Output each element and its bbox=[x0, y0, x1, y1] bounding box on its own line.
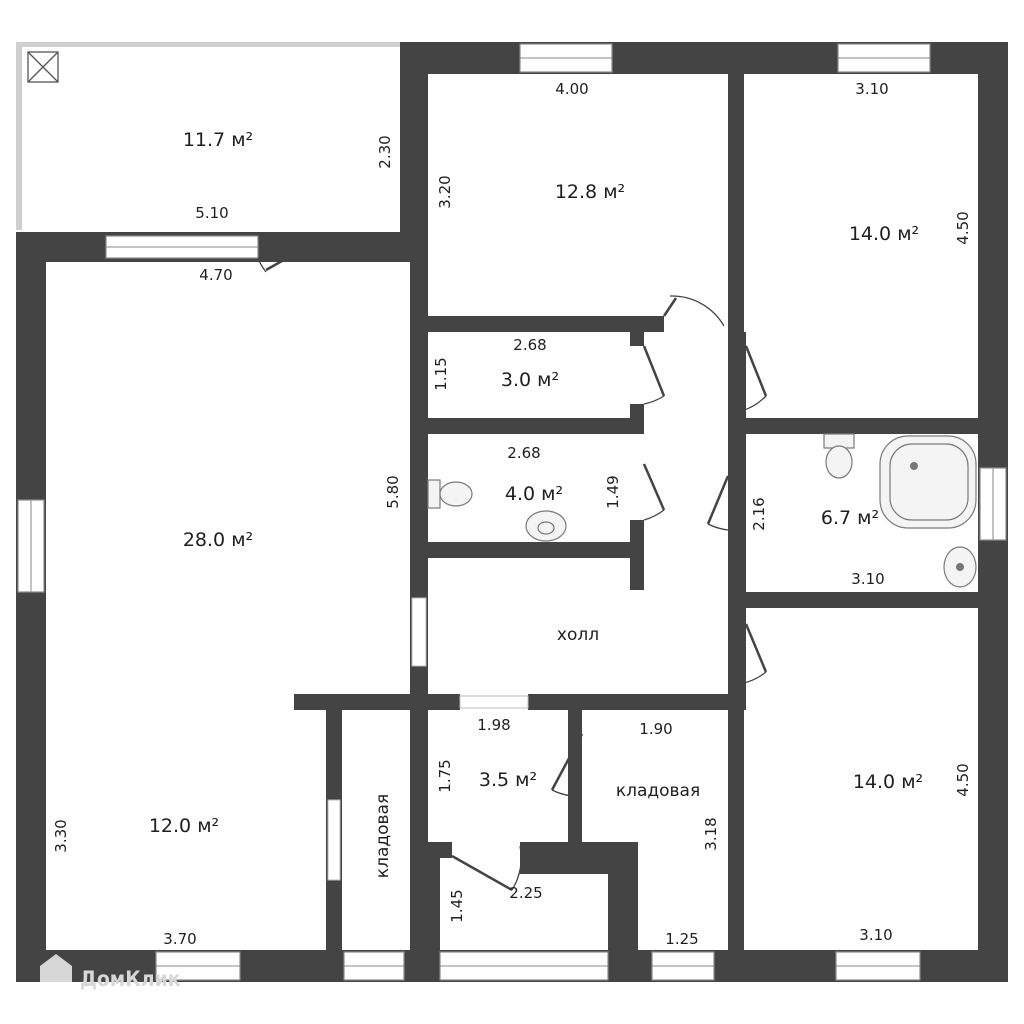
bathtub-icon bbox=[879, 435, 977, 529]
dim-bed3-w: 3.10 bbox=[859, 926, 892, 944]
hall-name: холл bbox=[557, 625, 599, 645]
small-room-area: 3.5 м² bbox=[479, 769, 537, 791]
room-labels: 11.7 м² 12.8 м² 14.0 м² 3.0 м² 4.0 м² 6.… bbox=[149, 129, 923, 878]
dim-storage-bottom: 1.25 bbox=[665, 930, 698, 948]
dim-bed3-h: 4.50 bbox=[954, 763, 972, 796]
dim-living-h: 5.80 bbox=[384, 475, 402, 508]
dim-terrace-len: 5.10 bbox=[195, 204, 228, 222]
dim-bed2-h: 4.50 bbox=[954, 211, 972, 244]
dim-living-top: 4.70 bbox=[199, 266, 232, 284]
watermark-text: ДомКлик bbox=[80, 967, 181, 991]
wc-area: 4.0 м² bbox=[505, 483, 563, 505]
dim-bed2-w: 3.10 bbox=[855, 80, 888, 98]
fixtures bbox=[427, 433, 977, 588]
toilet-icon bbox=[427, 479, 473, 509]
dim-kitchen-h: 3.30 bbox=[52, 819, 70, 852]
kitchen-area: 12.0 м² bbox=[149, 815, 219, 837]
doors bbox=[257, 242, 768, 892]
terrace-outline bbox=[16, 42, 400, 230]
wc-small-area: 3.0 м² bbox=[501, 369, 559, 391]
living-area: 28.0 м² bbox=[183, 529, 253, 551]
dim-wc-small-w: 2.68 bbox=[513, 336, 546, 354]
bedroom-1-area: 12.8 м² bbox=[555, 181, 625, 203]
dim-storage-h: 3.18 bbox=[702, 817, 720, 850]
dim-wc-h: 1.49 bbox=[604, 475, 622, 508]
dim-wc-w: 2.68 bbox=[507, 444, 540, 462]
dim-wc-small-h: 1.15 bbox=[432, 357, 450, 390]
toilet-icon bbox=[823, 433, 855, 479]
windows bbox=[17, 43, 1007, 981]
watermark: ДомКлик bbox=[40, 954, 181, 991]
vent-icon bbox=[27, 51, 59, 83]
dim-entry-w: 2.25 bbox=[509, 884, 542, 902]
bedroom-2-area: 14.0 м² bbox=[849, 223, 919, 245]
dim-bed1-h: 3.20 bbox=[436, 175, 454, 208]
dim-entry-h: 1.45 bbox=[448, 889, 466, 922]
dim-small-room-h: 1.75 bbox=[436, 759, 454, 792]
dimension-labels: 5.10 2.30 4.70 4.00 3.20 3.10 4.50 2.68 … bbox=[52, 80, 972, 948]
storage-name: кладовая bbox=[616, 781, 700, 801]
house-logo-icon bbox=[40, 954, 72, 982]
bathroom-area: 6.7 м² bbox=[821, 507, 879, 529]
dim-terrace-h: 2.30 bbox=[376, 135, 394, 168]
bedroom-3-area: 14.0 м² bbox=[853, 771, 923, 793]
sink-icon bbox=[943, 546, 977, 588]
dim-bath-w: 3.10 bbox=[851, 570, 884, 588]
dim-kitchen-w: 3.70 bbox=[163, 930, 196, 948]
dim-bed1-w: 4.00 bbox=[555, 80, 588, 98]
sink-icon bbox=[525, 510, 567, 542]
storage-vertical-name: кладовая bbox=[373, 794, 393, 878]
dim-small-room-w: 1.98 bbox=[477, 716, 510, 734]
terrace-area: 11.7 м² bbox=[183, 129, 253, 151]
dim-storage-w: 1.90 bbox=[639, 720, 672, 738]
dim-bath-h: 2.16 bbox=[750, 497, 768, 530]
